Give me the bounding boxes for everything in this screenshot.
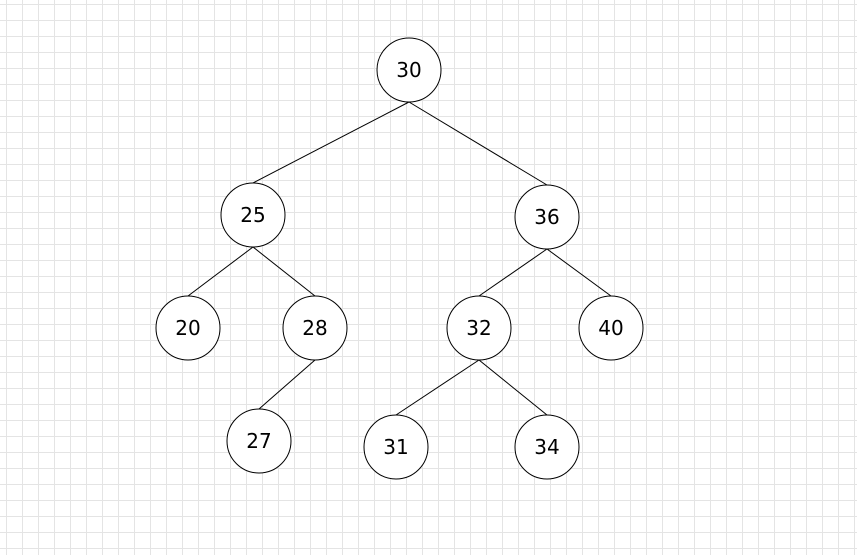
node-circle — [514, 414, 580, 480]
edge-28-to-27 — [258, 359, 316, 410]
node-circle — [155, 295, 221, 361]
node-circle — [514, 184, 580, 250]
node-label: 28 — [302, 316, 327, 340]
edge-25-to-20 — [187, 246, 254, 297]
tree-node-30: 30 — [376, 37, 442, 103]
edge-25-to-28 — [252, 246, 316, 297]
tree-node-27: 27 — [226, 408, 292, 474]
node-label: 32 — [466, 316, 491, 340]
edge-32-to-31 — [395, 359, 480, 416]
node-label: 40 — [598, 316, 623, 340]
node-circle — [376, 37, 442, 103]
tree-nodes: 30 25 36 20 28 32 40 27 31 34 — [155, 37, 644, 480]
edge-30-to-36 — [408, 101, 548, 186]
node-circle — [282, 295, 348, 361]
node-label: 25 — [240, 203, 265, 227]
node-label: 31 — [383, 435, 408, 459]
node-label: 30 — [396, 58, 421, 82]
node-circle — [446, 295, 512, 361]
node-circle — [578, 295, 644, 361]
edge-30-to-25 — [252, 101, 410, 184]
tree-node-25: 25 — [220, 182, 286, 248]
tree-node-34: 34 — [514, 414, 580, 480]
edge-36-to-40 — [546, 248, 612, 297]
tree-node-40: 40 — [578, 295, 644, 361]
tree-node-20: 20 — [155, 295, 221, 361]
tree-node-28: 28 — [282, 295, 348, 361]
node-label: 20 — [175, 316, 200, 340]
node-circle — [226, 408, 292, 474]
tree-node-36: 36 — [514, 184, 580, 250]
node-circle — [363, 414, 429, 480]
tree-node-32: 32 — [446, 295, 512, 361]
edge-32-to-34 — [478, 359, 548, 416]
tree-node-31: 31 — [363, 414, 429, 480]
edge-36-to-32 — [478, 248, 548, 297]
node-label: 34 — [534, 435, 559, 459]
node-label: 27 — [246, 429, 271, 453]
tree-edges — [187, 101, 612, 416]
node-label: 36 — [534, 205, 559, 229]
node-circle — [220, 182, 286, 248]
